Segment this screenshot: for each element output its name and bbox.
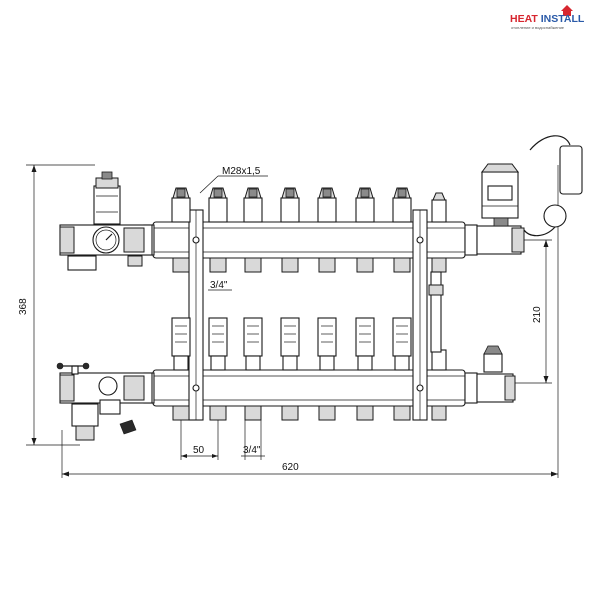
bracket-thread-label: 3/4" <box>210 280 228 291</box>
overall-height-label: 368 <box>18 298 29 315</box>
drain-valve-icon <box>56 362 90 375</box>
bypass-pipe <box>428 271 444 353</box>
return-flow-meters <box>171 317 447 371</box>
flow-meter-3 <box>243 317 263 371</box>
outlet-pitch-dimension: 50 <box>180 420 219 460</box>
house-logo-icon <box>561 5 573 16</box>
supply-valve-2 <box>208 187 228 223</box>
flow-meter-1 <box>171 317 191 371</box>
supply-valve-caps <box>171 187 447 223</box>
flow-meter-6 <box>355 317 375 371</box>
supply-valve-3 <box>243 187 263 223</box>
supply-valve-5 <box>317 187 337 223</box>
heat-install-logo: HEAT INSTALL отопление и водоснабжение <box>510 5 585 30</box>
outlet-thread-dimension: 3/4" <box>241 420 265 460</box>
supply-valve-4 <box>280 187 300 223</box>
bar-spacing-dimension: 210 <box>500 239 552 384</box>
return-inlet-group <box>56 362 153 441</box>
outlet-thread-label: 3/4" <box>243 445 261 456</box>
return-end-cap <box>431 349 447 371</box>
return-outlet-group <box>476 345 516 403</box>
overall-width-label: 620 <box>282 462 299 473</box>
temperature-sensor-icon <box>523 135 583 237</box>
thread-callout: M28x1,5 <box>199 166 268 194</box>
logo-brand-install: INSTALL <box>541 13 585 25</box>
logo-tagline: отопление и водоснабжение <box>511 25 565 30</box>
supply-valve-6 <box>355 187 375 223</box>
bar-spacing-label: 210 <box>532 306 543 323</box>
return-outlet-nipples <box>172 405 447 421</box>
return-valve-icon <box>483 345 503 373</box>
logo-brand-heat: HEAT <box>510 13 541 25</box>
supply-end-cap <box>431 192 447 223</box>
supply-inlet-group <box>59 171 153 271</box>
supply-valve-1 <box>171 187 191 223</box>
overall-height-dimension: 368 <box>18 164 95 446</box>
pressure-gauge-icon <box>92 226 120 254</box>
flow-meter-4 <box>280 317 300 371</box>
temperature-gauge-icon <box>98 376 137 435</box>
air-vent-icon <box>93 171 121 225</box>
thread-label: M28x1,5 <box>222 166 261 177</box>
flow-meter-5 <box>317 317 337 371</box>
outlet-pitch-label: 50 <box>193 445 205 456</box>
mounting-bracket-left <box>188 209 204 421</box>
return-drain-fitting <box>71 403 99 441</box>
mounting-bracket-right <box>412 209 428 421</box>
logo-brand: HEAT INSTALL <box>510 13 585 25</box>
flow-meter-7 <box>392 317 412 371</box>
flow-meter-2 <box>208 317 228 371</box>
supply-outlet-group <box>476 135 583 255</box>
bracket-thread-dimension: 3/4" <box>208 280 232 291</box>
circulation-pump-icon <box>481 163 519 227</box>
supply-outlet-nipples <box>172 257 447 273</box>
supply-valve-7 <box>392 187 412 223</box>
